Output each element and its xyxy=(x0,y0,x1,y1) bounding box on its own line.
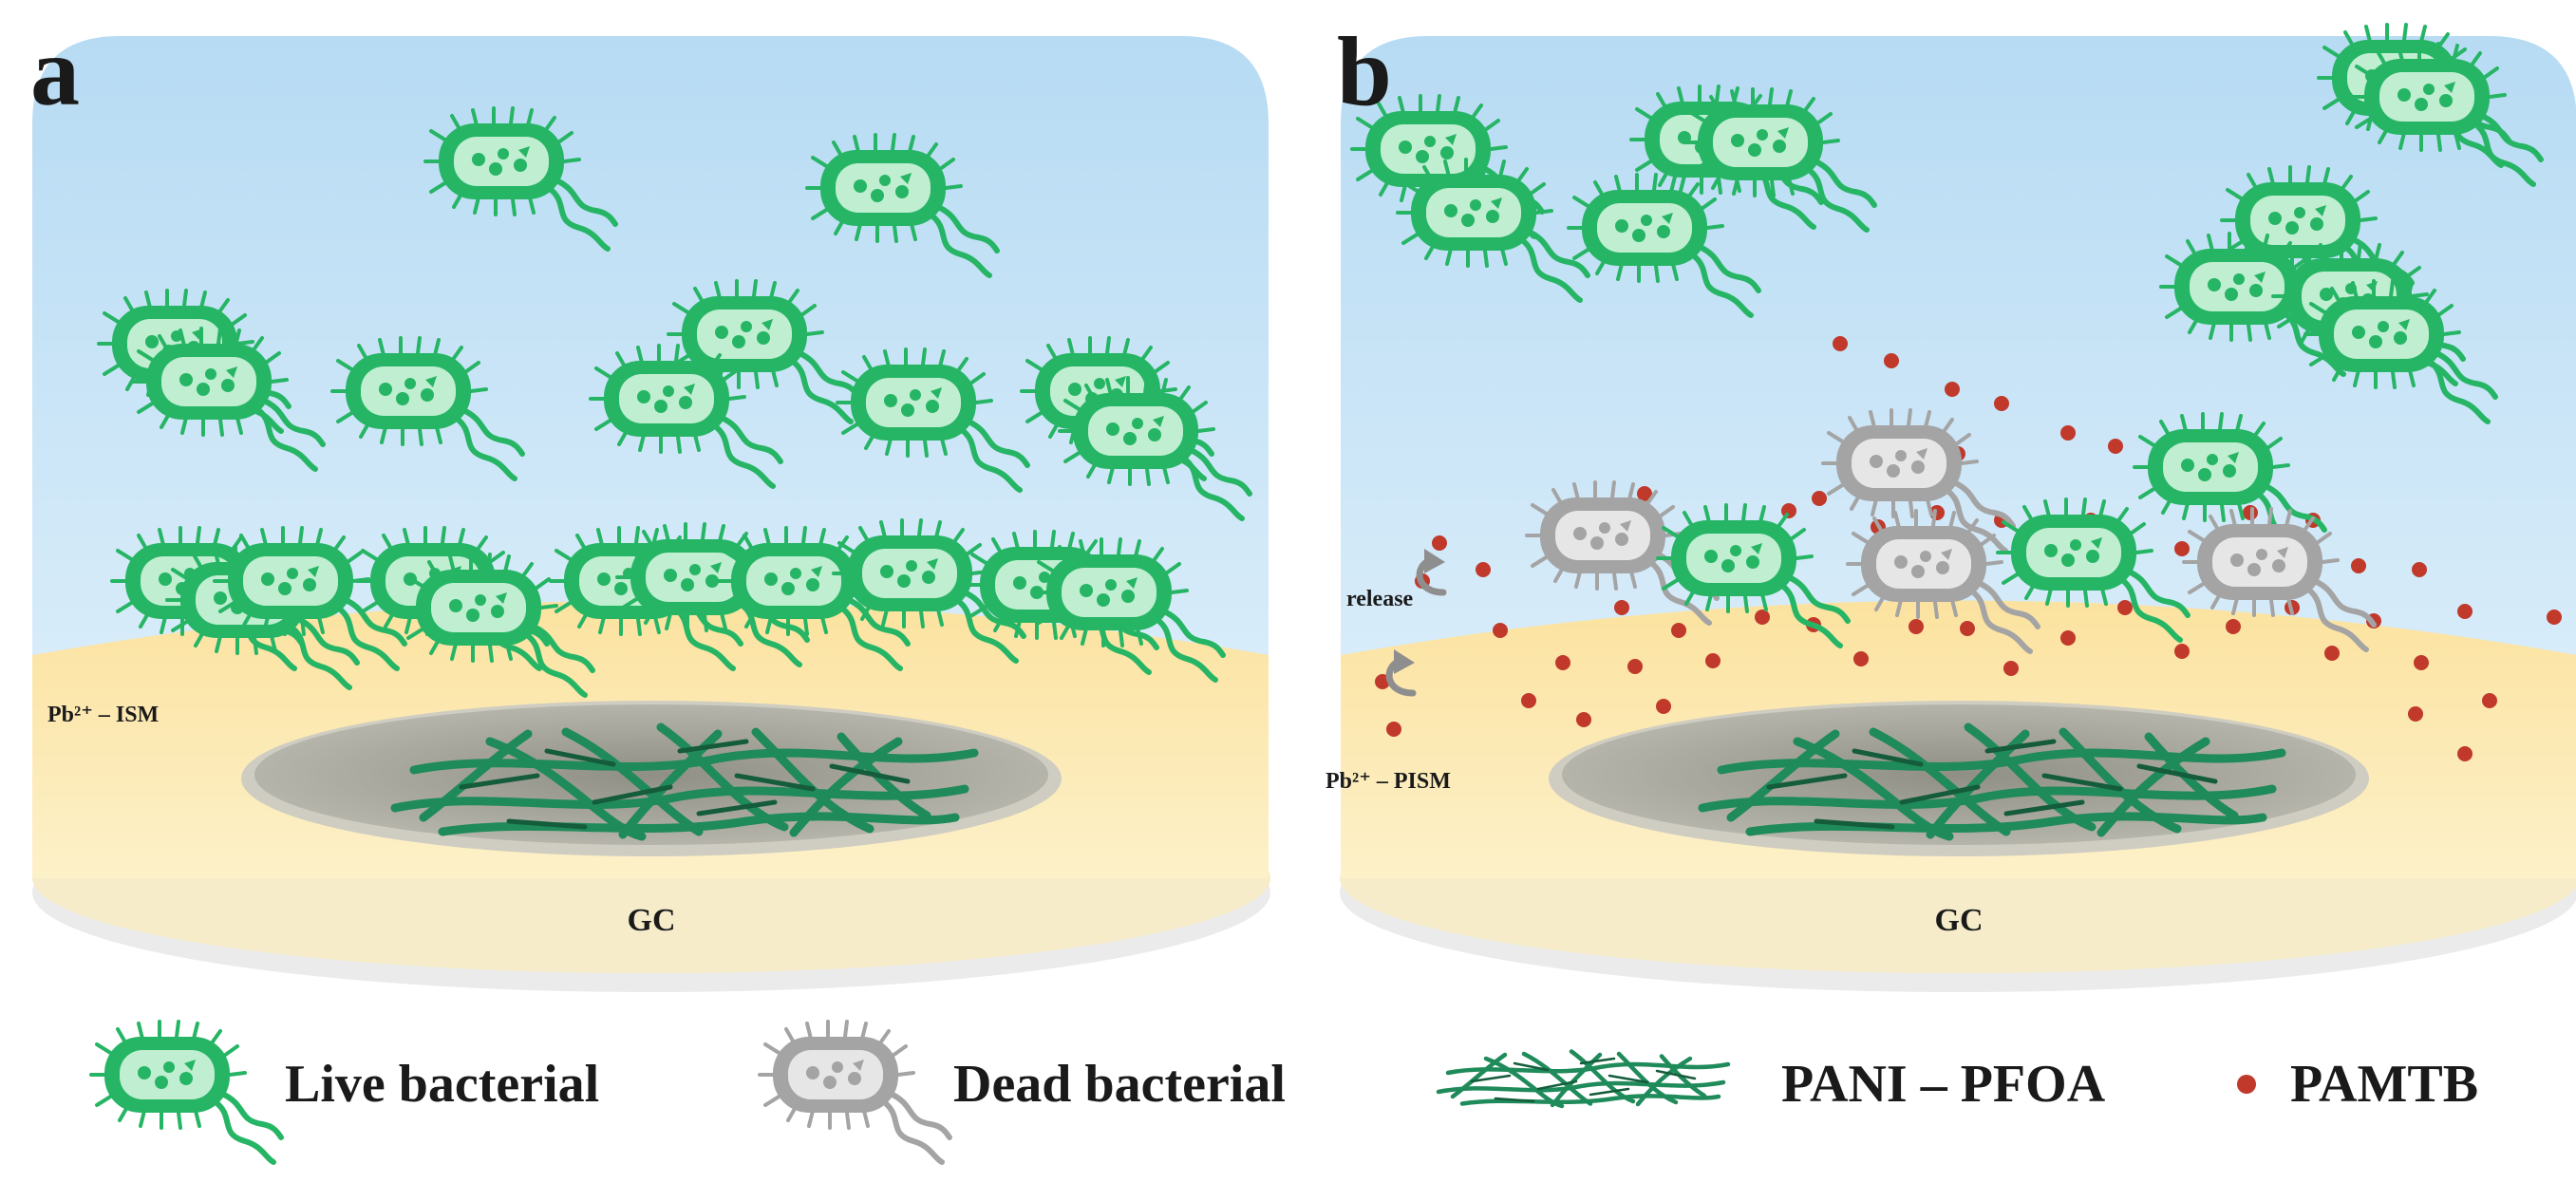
dead-bacterium-icon xyxy=(760,1022,950,1162)
panel-letter: a xyxy=(30,17,80,126)
membrane-label: Pb²⁺ – PISM xyxy=(1326,769,1451,794)
electrode-label: GC xyxy=(628,903,676,938)
legend-pamtb-label: PAMTB xyxy=(2290,1055,2478,1114)
legend-live-label: Live bacterial xyxy=(285,1055,599,1114)
legend-pani-label: PANI – PFOA xyxy=(1781,1055,2106,1114)
gc-electrode xyxy=(1562,704,2356,845)
live-bacterium-icon xyxy=(91,1022,281,1162)
pamtb-dot-icon xyxy=(2237,1075,2256,1094)
panel-b: b release Pb²⁺ – PISM GC xyxy=(1326,17,2576,992)
membrane-label: Pb²⁺ – ISM xyxy=(47,703,159,727)
gc-electrode xyxy=(254,704,1048,845)
pani-network-icon xyxy=(1438,1052,1728,1107)
legend-dead-label: Dead bacterial xyxy=(953,1055,1286,1114)
panel-letter: b xyxy=(1337,17,1392,126)
panel-a: a Pb²⁺ – ISM GC xyxy=(30,17,1270,992)
release-label: release xyxy=(1346,587,1414,611)
electrode-label: GC xyxy=(1935,903,1984,938)
legend: Live bacterial Dead bacterial PANI – PFO… xyxy=(91,1022,2478,1162)
